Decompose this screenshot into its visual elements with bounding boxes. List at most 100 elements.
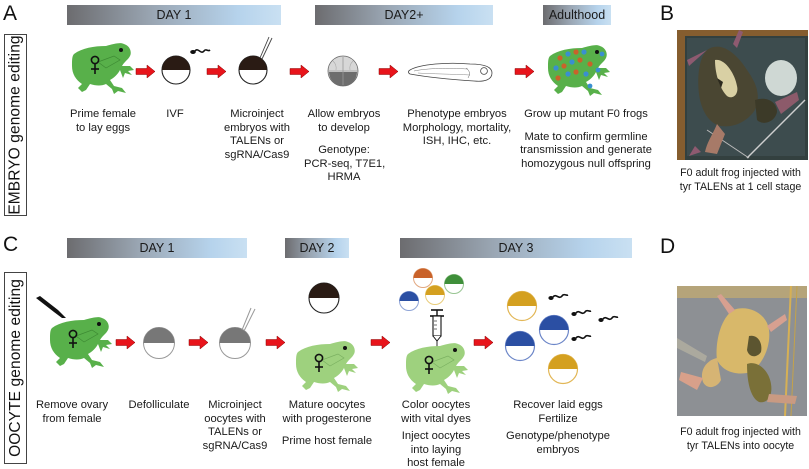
- caption-line: IVF: [166, 108, 184, 120]
- caption-line: TALENs or: [208, 426, 262, 438]
- caption-line: Genotype/phenotype: [506, 430, 610, 442]
- dyed-oocyte-blue: [399, 291, 419, 311]
- arrow-icon: [135, 64, 156, 79]
- cleaving-embryo-icon: [327, 55, 359, 87]
- caption-line: Mature oocytes: [288, 399, 366, 411]
- caption-line: F0 adult frog injected with: [680, 167, 801, 179]
- caption-line: to develop: [318, 121, 370, 134]
- laid-egg-yellow: [506, 290, 538, 322]
- caption-line: HRMA: [327, 171, 361, 183]
- caption-line: Remove ovary: [35, 399, 109, 411]
- timeline-label: DAY 2: [299, 241, 335, 255]
- caption-line: Prime host female: [281, 435, 373, 447]
- caption-line: sgRNA/Cas9: [202, 439, 268, 452]
- timeline-label: DAY 1: [156, 8, 192, 22]
- caption-line: Fertilize: [538, 412, 578, 425]
- dyed-oocyte-yellow: [425, 285, 445, 305]
- panel-letter-d: D: [660, 235, 676, 258]
- caption-line: homozygous null offspring: [521, 157, 651, 170]
- frog-photo-d: [677, 286, 807, 416]
- step-caption: Remove ovary from female: [34, 399, 110, 426]
- photo-caption-b: F0 adult frog injected with tyr TALENs a…: [672, 167, 809, 194]
- caption-line: Prime female: [70, 108, 136, 120]
- step-caption: Allow embryos to develop Genotype: PCR-s…: [304, 108, 385, 185]
- caption-line: from female: [42, 412, 102, 425]
- frog-with-scalpel-icon: [36, 296, 122, 374]
- step-caption: Microinject embryos with TALENs or sgRNA…: [218, 108, 296, 162]
- tadpole-icon: [408, 60, 494, 86]
- caption-line: Inject oocytes: [401, 430, 471, 442]
- microinjected-embryo-icon: [236, 34, 276, 90]
- timeline-bar-day1: DAY 1: [67, 238, 247, 258]
- egg-with-sperm-icon: [160, 46, 220, 86]
- caption-line: ISH, IHC, etc.: [422, 135, 492, 147]
- caption-line: Recover laid eggs: [513, 399, 603, 411]
- arrow-icon: [514, 64, 535, 79]
- laid-egg-yellow: [547, 353, 579, 385]
- step-caption: Grow up mutant F0 frogs Mate to confirm …: [520, 108, 652, 171]
- caption-line: with vital dyes: [401, 412, 471, 425]
- caption-line: embryos with: [224, 121, 290, 134]
- mosaic-mutant-frog-icon: [543, 42, 613, 98]
- arrow-icon: [473, 335, 494, 350]
- caption-line: Genotype:: [318, 144, 370, 156]
- frog-photo-b: [677, 30, 808, 160]
- colored-eggs-sperm-icon: [504, 290, 634, 390]
- oocyte-icon: [142, 326, 176, 360]
- caption-line: Microinject: [230, 108, 284, 120]
- timeline-label: Adulthood: [548, 8, 606, 22]
- sperm-icon: [598, 315, 619, 322]
- caption-line: Morphology, mortality,: [402, 121, 512, 134]
- step-caption: Mature oocytes with progesterone Prime h…: [280, 399, 374, 449]
- caption-line: to lay eggs: [75, 121, 131, 134]
- arrow-icon: [188, 335, 209, 350]
- timeline-bar-day1: DAY 1: [67, 5, 281, 25]
- step-caption: Color oocytes with vital dyes Inject ooc…: [396, 399, 476, 469]
- timeline-label: DAY2+: [384, 8, 424, 22]
- caption-line: tyr TALENs at 1 cell stage: [679, 180, 802, 193]
- panel-letter-a: A: [3, 2, 18, 25]
- arrow-icon: [370, 335, 391, 350]
- panel-letter-c: C: [3, 233, 19, 256]
- caption-line: tyr TALENs into oocyte: [686, 439, 795, 452]
- caption-line: Grow up mutant F0 frogs: [524, 108, 648, 120]
- step-caption: Prime female to lay eggs: [66, 108, 140, 135]
- caption-line: with progesterone: [282, 412, 372, 425]
- sperm-icon: [548, 293, 569, 300]
- dyed-oocyte-orange: [413, 268, 433, 288]
- caption-line: Microinject: [208, 399, 262, 411]
- laid-egg-blue: [538, 314, 570, 346]
- caption-line: Phenotype embryos: [407, 108, 507, 120]
- panel-letter-b: B: [660, 2, 675, 25]
- timeline-bar-day2: DAY 2: [285, 238, 349, 258]
- caption-line: TALENs or: [230, 135, 284, 147]
- dyed-oocytes-syringe-frog-icon: [398, 264, 478, 398]
- arrow-icon: [115, 335, 136, 350]
- caption-line: embryos: [536, 443, 580, 456]
- caption-line: Defolliculate: [128, 399, 190, 411]
- caption-line: Mate to confirm germline: [524, 130, 648, 143]
- caption-line: host female: [407, 457, 465, 469]
- step-caption: Defolliculate: [126, 399, 192, 413]
- female-frog-icon: [68, 40, 136, 96]
- mature-oocyte-host-frog-icon: [290, 282, 364, 398]
- timeline-bar-day3: DAY 3: [400, 238, 632, 258]
- caption-line: F0 adult frog injected with: [680, 426, 801, 438]
- oocyte-editing-label-text: OOCYTE genome editing: [6, 279, 24, 457]
- oocyte-editing-label: OOCYTE genome editing: [4, 272, 27, 464]
- timeline-bar-adulthood: Adulthood: [543, 5, 611, 25]
- timeline-label: DAY 1: [139, 241, 175, 255]
- microinjected-oocyte-icon: [218, 306, 262, 360]
- step-caption: Microinject oocytes with TALENs or sgRNA…: [200, 399, 270, 453]
- photo-caption-d: F0 adult frog injected with tyr TALENs i…: [672, 426, 809, 453]
- timeline-label: DAY 3: [498, 241, 534, 255]
- laid-egg-blue: [504, 330, 536, 362]
- embryo-editing-label: EMBRYO genome editing: [4, 34, 27, 216]
- caption-line: oocytes with: [204, 412, 266, 425]
- caption-line: Allow embryos: [307, 108, 381, 120]
- step-caption: IVF: [160, 108, 190, 122]
- syringe-icon: [430, 309, 444, 348]
- step-caption: Recover laid eggs Fertilize Genotype/phe…: [506, 399, 610, 457]
- dyed-oocyte-green: [444, 274, 464, 294]
- caption-line: transmission and generate: [520, 144, 652, 156]
